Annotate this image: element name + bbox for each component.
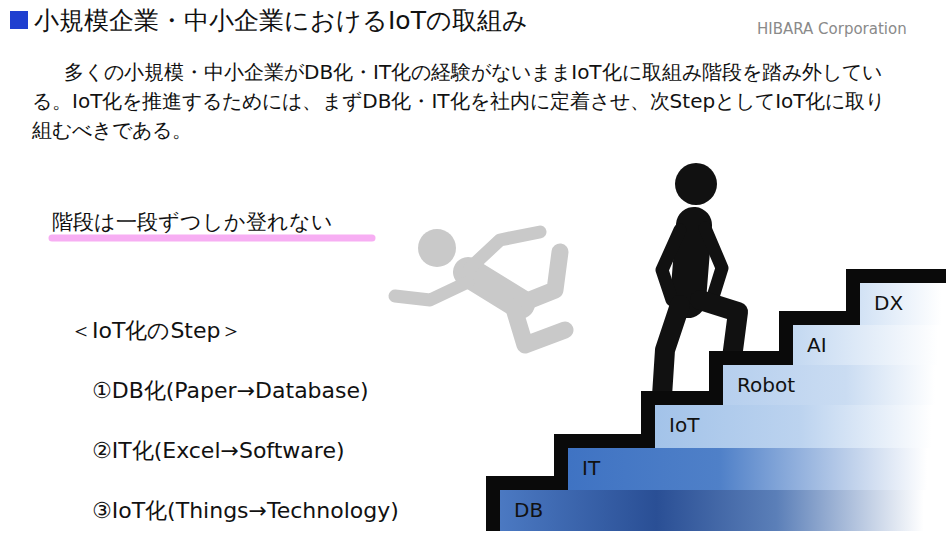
highlight-underline — [52, 235, 372, 242]
title-marker — [10, 11, 28, 29]
step-label: DX — [874, 292, 903, 314]
step-label: AI — [807, 334, 827, 356]
stair-step: DB — [500, 490, 946, 531]
step-item: ①DB化(Paper→Database) — [92, 376, 369, 406]
step-label: IoT — [669, 414, 699, 436]
stair-step: DX — [860, 283, 946, 325]
stair-outline — [493, 276, 946, 531]
stair-step: Robot — [723, 365, 946, 405]
step-item: ③IoT化(Things→Technology) — [92, 496, 399, 526]
stair-step: IoT — [655, 405, 946, 448]
page-title: 小規模企業・中小企業におけるIoTの取組み — [34, 4, 528, 37]
step-heading: ＜IoT化のStep＞ — [70, 316, 242, 346]
step-label: Robot — [737, 374, 795, 396]
step-label: DB — [514, 499, 543, 521]
step-item: ②IT化(Excel→Software) — [92, 436, 345, 466]
company-name: HIBARA Corporation — [757, 20, 907, 38]
slogan: 階段は一段ずつしか登れない — [52, 208, 333, 236]
intro-paragraph: 多くの小規模・中小企業がDB化・IT化の経験がないままIoT化に取組み階段を踏み… — [32, 58, 892, 145]
stair-step: AI — [793, 325, 946, 365]
falling-person — [395, 229, 565, 345]
step-label: IT — [582, 457, 600, 479]
stair-step: IT — [568, 448, 946, 490]
